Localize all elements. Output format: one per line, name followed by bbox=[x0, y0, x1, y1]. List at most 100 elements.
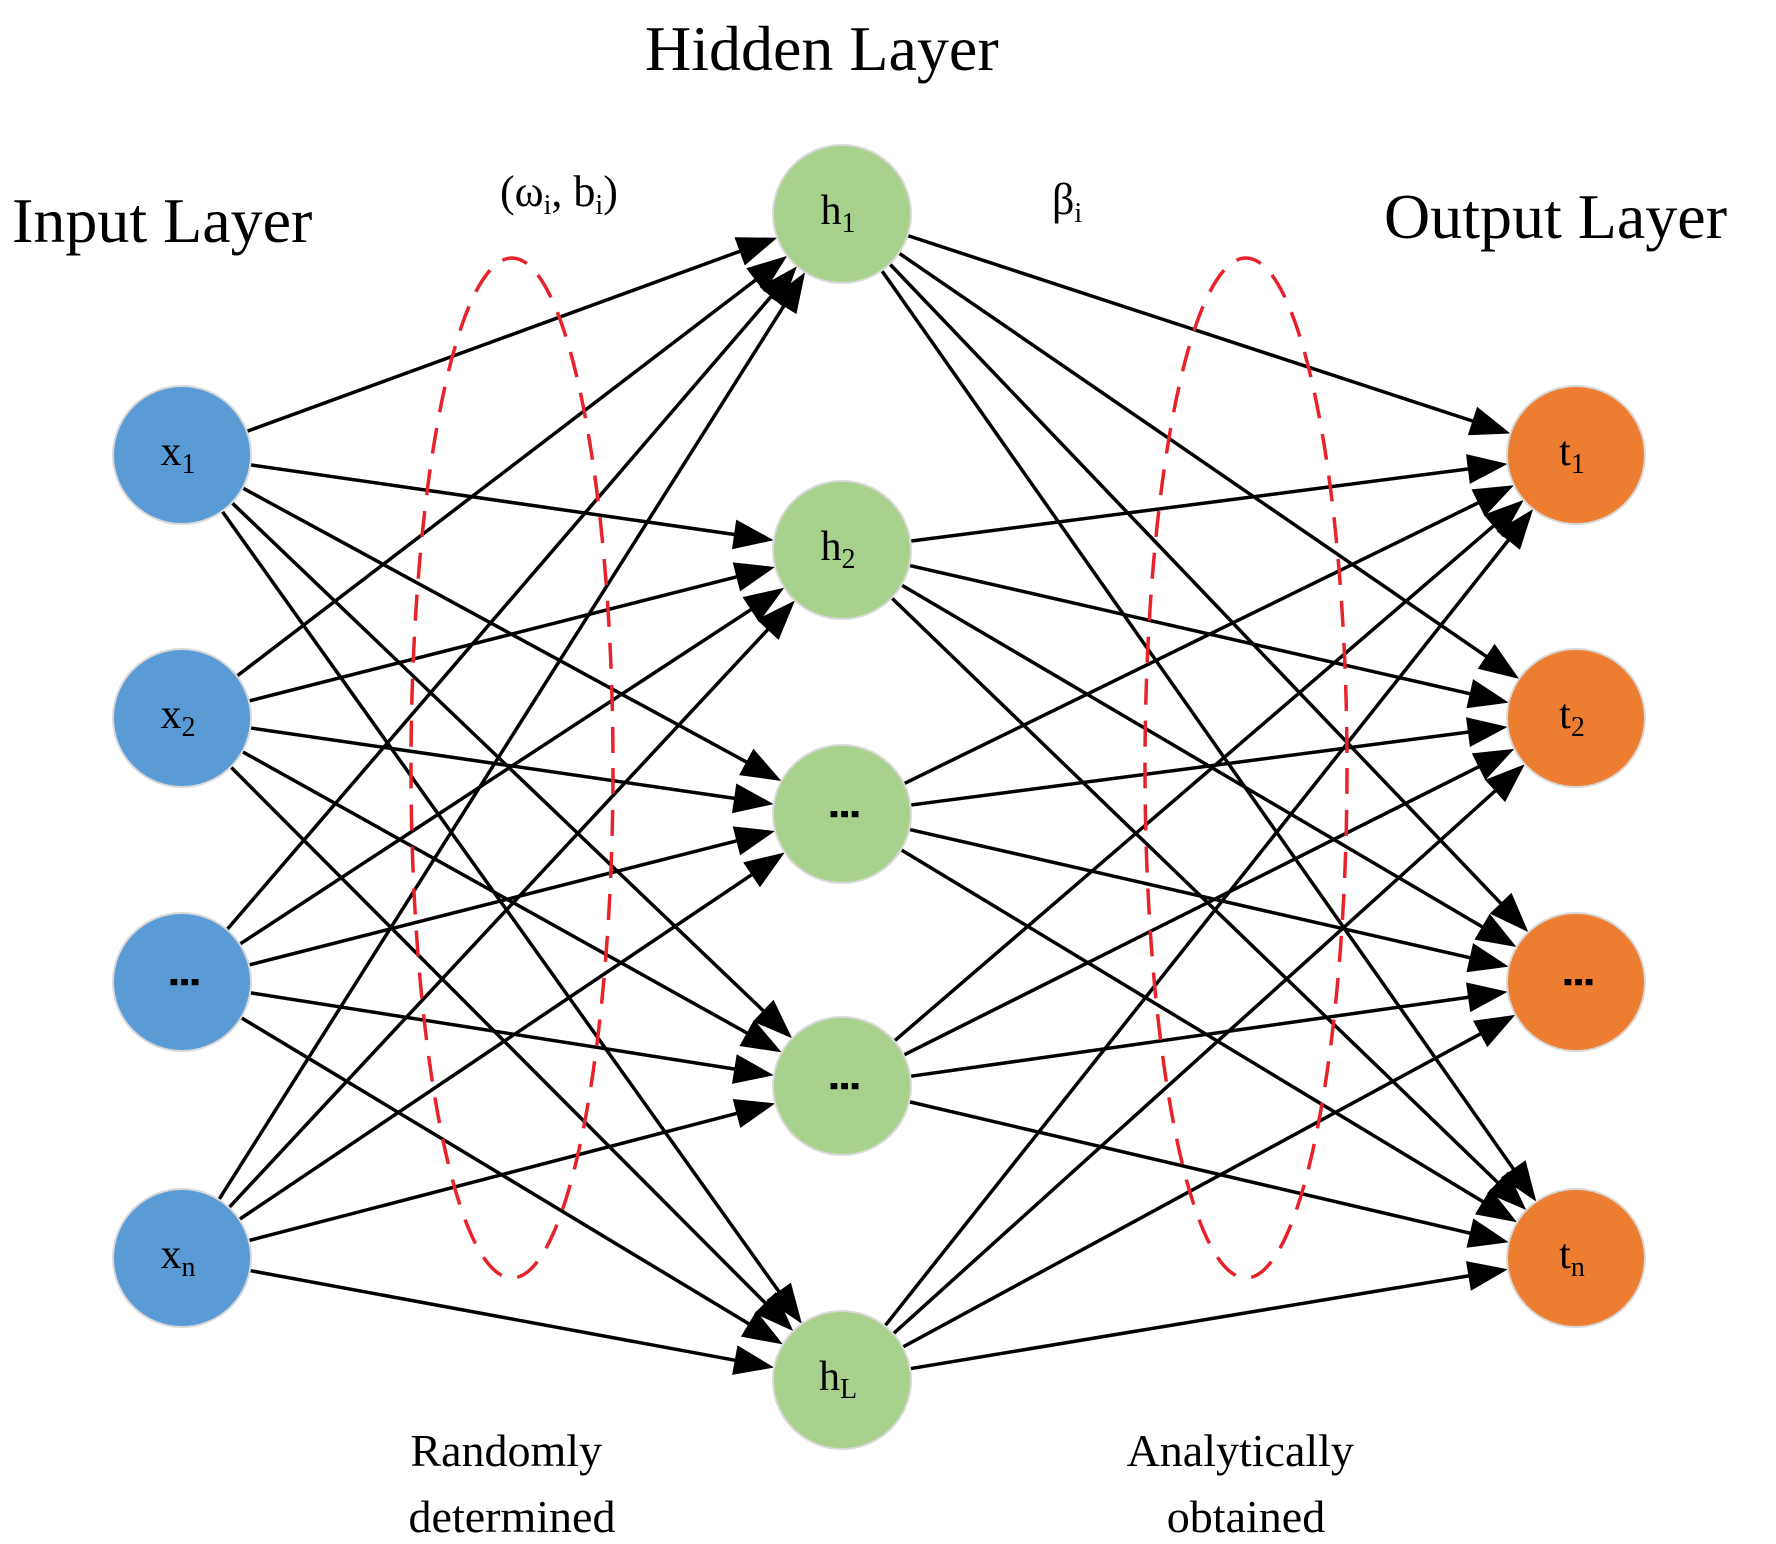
edge-hidden-4-to-output-2 bbox=[901, 1030, 1485, 1349]
edge-input-2-to-hidden-2 bbox=[248, 838, 741, 967]
hidden-node: h1 bbox=[772, 144, 912, 284]
edge-hidden-3-to-output-1 bbox=[902, 763, 1483, 1057]
edge-input-0-to-hidden-3-arrowhead bbox=[752, 999, 793, 1039]
edge-input-0-to-hidden-4 bbox=[220, 510, 783, 1296]
randomly-determined-label: Randomly determined bbox=[409, 1425, 616, 1542]
edge-input-1-to-hidden-0-arrowhead bbox=[746, 255, 788, 293]
hidden-node: ⋮ bbox=[772, 1016, 912, 1156]
edge-input-2-to-hidden-0-arrowhead bbox=[759, 266, 797, 307]
input-node: ⋮ bbox=[112, 912, 252, 1052]
edge-input-1-to-hidden-0 bbox=[235, 276, 760, 678]
edge-hidden-1-to-output-0-arrowhead bbox=[1466, 454, 1508, 484]
vertical-ellipsis-icon: ⋮ bbox=[823, 796, 864, 832]
edge-input-3-to-hidden-2 bbox=[238, 871, 756, 1221]
edge-hidden-4-to-output-3-arrowhead bbox=[1466, 1261, 1508, 1291]
connection-edges bbox=[217, 233, 1518, 1371]
hidden-node-circle bbox=[772, 744, 912, 884]
edge-hidden-0-to-output-0-arrowhead bbox=[1467, 406, 1511, 436]
edge-input-2-to-hidden-1-arrowhead bbox=[742, 587, 785, 623]
output-node-circle bbox=[1506, 1188, 1646, 1328]
edge-hidden-3-to-output-0 bbox=[893, 522, 1498, 1043]
edge-hidden-0-to-output-3-arrowhead bbox=[1501, 1160, 1537, 1202]
edge-hidden-0-to-output-1 bbox=[897, 251, 1491, 661]
input-node-circle bbox=[112, 912, 252, 1052]
edge-hidden-3-to-output-3 bbox=[908, 1100, 1475, 1236]
output-node: tn bbox=[1506, 1188, 1646, 1328]
edge-hidden-1-to-output-3 bbox=[890, 596, 1502, 1187]
edge-input-2-to-hidden-3-arrowhead bbox=[732, 1054, 774, 1084]
edge-hidden-4-to-output-0-arrowhead bbox=[1496, 509, 1534, 550]
edge-hidden-2-to-output-1 bbox=[910, 729, 1473, 807]
analytic-weights-ellipse bbox=[1143, 256, 1349, 1280]
edge-input-2-to-hidden-4-arrowhead bbox=[740, 1310, 783, 1345]
edge-hidden-0-to-output-2 bbox=[888, 262, 1505, 908]
edge-input-1-to-hidden-2-arrowhead bbox=[732, 783, 774, 814]
input-node-label: x1 bbox=[161, 429, 196, 481]
edge-input-1-to-hidden-1 bbox=[248, 574, 741, 703]
hidden-node: ⋮ bbox=[772, 744, 912, 884]
output-weights-label: βi bbox=[1052, 175, 1082, 229]
edge-hidden-4-to-output-3 bbox=[909, 1273, 1473, 1371]
edge-hidden-2-to-output-2-arrowhead bbox=[1466, 943, 1509, 973]
edge-hidden-0-to-output-2-arrowhead bbox=[1489, 892, 1529, 933]
analytically-obtained-label: Analytically obtained bbox=[1127, 1425, 1366, 1542]
edge-input-0-to-hidden-4-arrowhead bbox=[766, 1282, 802, 1324]
input-layer-title: Input Layer bbox=[12, 185, 312, 256]
edge-hidden-0-to-output-3 bbox=[880, 269, 1518, 1174]
output-node: ⋮ bbox=[1506, 912, 1646, 1052]
output-node-circle bbox=[1506, 912, 1646, 1052]
edge-input-0-to-hidden-2-arrowhead bbox=[739, 748, 782, 781]
edge-hidden-1-to-output-0 bbox=[910, 466, 1473, 543]
vertical-ellipsis-icon: ⋮ bbox=[823, 1068, 864, 1104]
output-node-label: t1 bbox=[1559, 429, 1585, 481]
edge-hidden-3-to-output-3-arrowhead bbox=[1466, 1218, 1509, 1248]
edge-input-3-to-hidden-1 bbox=[227, 625, 772, 1209]
arrowheads bbox=[732, 237, 1537, 1375]
edge-input-1-to-hidden-3-arrowhead bbox=[739, 1019, 782, 1053]
edge-hidden-2-to-output-2 bbox=[908, 827, 1475, 961]
edge-input-2-to-hidden-4 bbox=[240, 1016, 753, 1328]
input-node-circle bbox=[112, 385, 252, 525]
edge-hidden-3-to-output-0-arrowhead bbox=[1483, 500, 1524, 538]
input-weights-bias-label: (ωi, bi) bbox=[500, 167, 618, 221]
hidden-node: hL bbox=[772, 1310, 912, 1450]
edge-input-1-to-hidden-4 bbox=[229, 765, 770, 1307]
edge-input-0-to-hidden-2 bbox=[241, 486, 751, 766]
hidden-node-label: h2 bbox=[821, 524, 856, 576]
output-node-label: t2 bbox=[1559, 692, 1585, 744]
input-node-circle bbox=[112, 648, 252, 788]
edge-input-3-to-hidden-2-arrowhead bbox=[743, 852, 785, 888]
vertical-ellipsis-icon: ⋮ bbox=[163, 964, 204, 1000]
edge-hidden-2-to-output-3 bbox=[900, 848, 1488, 1206]
input-node-label: x2 bbox=[161, 692, 196, 744]
edge-hidden-0-to-output-0 bbox=[907, 233, 1477, 424]
output-node: t1 bbox=[1506, 385, 1646, 525]
edge-input-3-to-hidden-1-arrowhead bbox=[756, 600, 795, 640]
vertical-ellipsis-icon: ⋮ bbox=[1557, 964, 1598, 1000]
edge-hidden-2-to-output-1-arrowhead bbox=[1466, 717, 1508, 747]
edge-input-3-to-hidden-0 bbox=[217, 301, 788, 1201]
input-node: x1 bbox=[112, 385, 252, 525]
edge-hidden-3-to-output-1-arrowhead bbox=[1471, 748, 1515, 781]
edge-hidden-1-to-output-1 bbox=[908, 563, 1475, 697]
edge-hidden-4-to-output-1 bbox=[892, 787, 1500, 1336]
output-node-label: tn bbox=[1559, 1232, 1585, 1284]
edge-hidden-2-to-output-3-arrowhead bbox=[1475, 1188, 1517, 1223]
edge-hidden-4-to-output-0 bbox=[883, 536, 1513, 1328]
edge-input-2-to-hidden-2-arrowhead bbox=[732, 826, 776, 856]
random-weights-ellipse bbox=[409, 256, 615, 1280]
edge-hidden-4-to-output-2-arrowhead bbox=[1473, 1014, 1516, 1048]
edge-input-2-to-hidden-1 bbox=[238, 606, 756, 946]
edge-hidden-2-to-output-0-arrowhead bbox=[1471, 485, 1514, 517]
edge-input-1-to-hidden-3 bbox=[241, 750, 752, 1037]
hidden-node-label: h1 bbox=[821, 188, 856, 240]
edge-input-1-to-hidden-1-arrowhead bbox=[732, 562, 776, 592]
edge-input-2-to-hidden-3 bbox=[249, 991, 739, 1072]
hidden-node-circle bbox=[772, 1310, 912, 1450]
edge-input-0-to-hidden-0 bbox=[246, 248, 744, 433]
edge-input-1-to-hidden-4-arrowhead bbox=[754, 1292, 794, 1332]
edge-hidden-1-to-output-3-arrowhead bbox=[1487, 1171, 1527, 1211]
output-node: t2 bbox=[1506, 648, 1646, 788]
